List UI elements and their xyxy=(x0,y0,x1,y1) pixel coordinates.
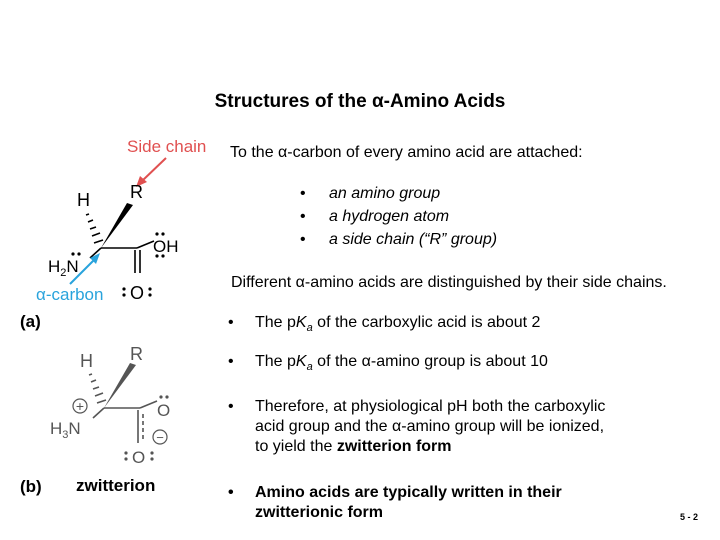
alpha-carbon-arrow xyxy=(69,258,96,285)
bullet: • xyxy=(300,231,306,248)
bond-c-o xyxy=(139,400,158,409)
positive-charge-icon xyxy=(72,398,88,414)
wedge-bond-r xyxy=(101,203,133,248)
alpha-carbon-arrowhead xyxy=(90,253,100,264)
slide-title: Structures of the α-Amino Acids xyxy=(214,91,506,112)
svg-text:−: − xyxy=(156,430,164,445)
zwitterion-structure-diagram: H R O O − + H3N xyxy=(50,344,170,467)
bond-c-n xyxy=(89,247,102,259)
side-chain-arrowhead xyxy=(136,176,147,187)
side-chain-label: Side chain xyxy=(127,137,206,156)
atom-h2n: H2N xyxy=(48,257,79,279)
atom-r: R xyxy=(130,344,143,364)
bullet: • xyxy=(300,185,306,202)
atom-o: O xyxy=(130,283,144,303)
bond-c-n xyxy=(92,407,105,419)
atom-oh: OH xyxy=(153,237,179,256)
hashed-bond-h xyxy=(88,373,107,404)
amino-acid-structure-diagram: Side chain H R OH H2N O α-carbon xyxy=(36,137,206,304)
atom-h: H xyxy=(77,190,90,210)
side-chain-arrow xyxy=(141,157,167,182)
diagram-b-label: (b) xyxy=(20,477,42,496)
svg-text:+: + xyxy=(76,398,84,414)
diagram-a-label: (a) xyxy=(20,312,41,331)
atom-h3n: H3N xyxy=(50,419,81,441)
wedge-bond-r xyxy=(104,363,136,408)
alpha-carbon-label: α-carbon xyxy=(36,285,103,304)
bullet: • xyxy=(300,208,306,225)
hashed-bond-h xyxy=(85,213,104,244)
distinguish-text: Different α-amino acids are distinguishe… xyxy=(231,274,667,291)
atom-o-top: O xyxy=(157,401,170,420)
intro-text: To the α-carbon of every amino acid are … xyxy=(230,144,583,161)
negative-charge-icon xyxy=(152,429,168,445)
bond-c-oh xyxy=(136,240,155,249)
atom-h: H xyxy=(80,351,93,371)
atom-r: R xyxy=(130,182,143,202)
atom-o-bottom: O xyxy=(132,448,145,467)
zwitterion-caption: zwitterion xyxy=(76,476,156,495)
page-number: 5 - 2 xyxy=(680,512,699,522)
